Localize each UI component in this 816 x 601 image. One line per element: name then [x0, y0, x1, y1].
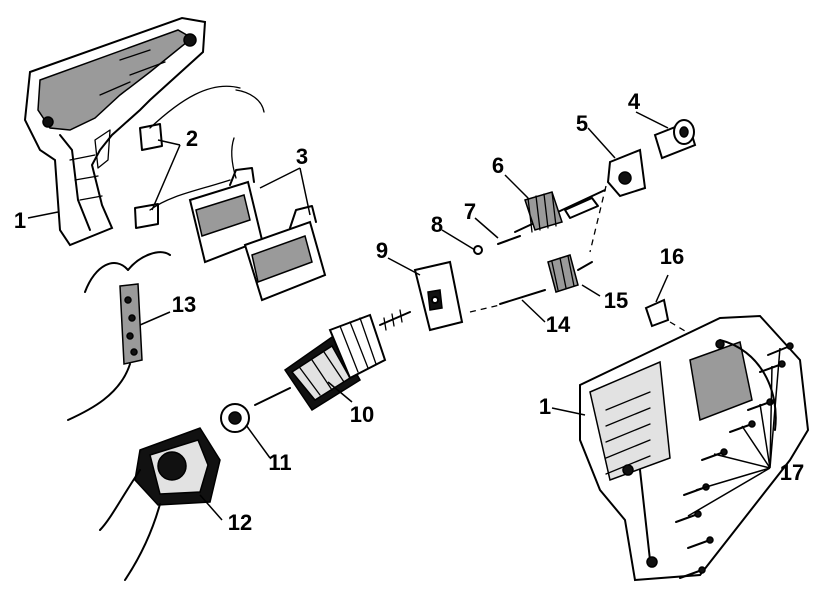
power-cord: [67, 251, 171, 421]
callout-2: 2: [186, 126, 198, 151]
sleeve-bearing: [653, 119, 697, 160]
callout-15: 15: [604, 288, 628, 313]
assembly-guide-2: [589, 185, 607, 253]
assembly-guide-1: [469, 304, 501, 313]
callout-17: 17: [780, 460, 804, 485]
bearing-plate: [413, 260, 464, 332]
callout-9: 9: [376, 238, 388, 263]
callout-10: 10: [350, 402, 374, 427]
callout-12: 12: [228, 510, 252, 535]
switch-blocks: [188, 167, 327, 302]
callout-4: 4: [628, 89, 641, 114]
leader-lines: [27, 111, 781, 521]
callout-3: 3: [296, 144, 308, 169]
callout-14: 14: [546, 312, 571, 337]
spindle-gear: [514, 189, 606, 233]
callout-8: 8: [431, 212, 443, 237]
intermediate-shaft: [499, 289, 546, 305]
callout-6: 6: [492, 153, 504, 178]
armature: [254, 309, 411, 412]
spindle-pin: [497, 235, 521, 245]
housing-left-half: [23, 16, 207, 247]
callout-7: 7: [464, 199, 476, 224]
callout-5: 5: [576, 111, 588, 136]
callout-13: 13: [172, 292, 196, 317]
field-assembly: [99, 427, 221, 581]
housing-right-half: [579, 314, 810, 582]
pinion-gear: [547, 254, 593, 293]
washer: [473, 245, 483, 255]
bearing: [220, 403, 250, 433]
callout-1-left: 1: [14, 208, 26, 233]
callout-11: 11: [268, 450, 291, 475]
switch-lock-clip: [644, 298, 670, 328]
switch-clip: [134, 85, 265, 229]
assembly-guide-3: [669, 321, 701, 341]
callout-1-right: 1: [539, 394, 551, 419]
callout-16: 16: [660, 244, 684, 269]
